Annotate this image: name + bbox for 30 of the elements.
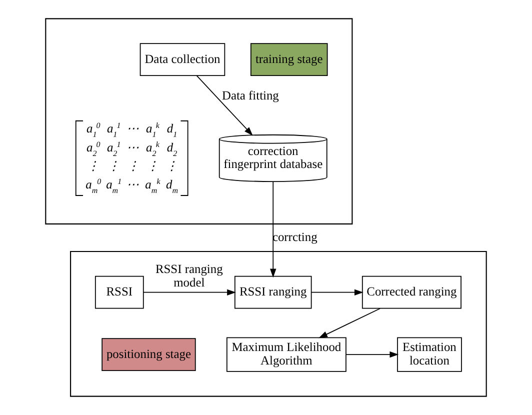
- cluster: [45, 18, 353, 224]
- arrow: [270, 181, 276, 278]
- label: d$_{2}$: [166, 140, 178, 158]
- label: ⋯: [126, 178, 139, 192]
- label: ⋯: [126, 140, 139, 154]
- node-box: RSSI: [94, 276, 144, 309]
- label: ⋮: [86, 158, 99, 173]
- arrow: [318, 308, 381, 338]
- label: d$_{1}$: [166, 122, 178, 140]
- edge-label: RSSI ranging model: [156, 262, 223, 290]
- node-box: Maximum Likelihood Algorithm: [226, 337, 346, 372]
- arrow: [142, 289, 236, 296]
- arrow: [196, 75, 253, 136]
- cluster: [70, 250, 487, 397]
- label: ⋯: [126, 122, 139, 136]
- label: ⋮: [166, 158, 178, 173]
- node-box: training stage: [250, 43, 328, 76]
- node-box: Data collection: [140, 43, 226, 76]
- node-box: RSSI ranging: [234, 276, 312, 309]
- edge-label: Data fitting: [222, 88, 279, 103]
- label: d$_{m}$: [166, 178, 178, 196]
- node-box: Corrected ranging: [362, 276, 462, 309]
- node-box: Estimation location: [397, 337, 462, 372]
- arrow: [311, 289, 364, 296]
- label: ⋮: [107, 158, 120, 173]
- node-box: positioning stage: [102, 338, 196, 371]
- edge-label: corrcting: [272, 230, 318, 244]
- label: ⋮: [146, 158, 158, 173]
- label: ⋮: [126, 158, 139, 173]
- arrow: [346, 351, 399, 358]
